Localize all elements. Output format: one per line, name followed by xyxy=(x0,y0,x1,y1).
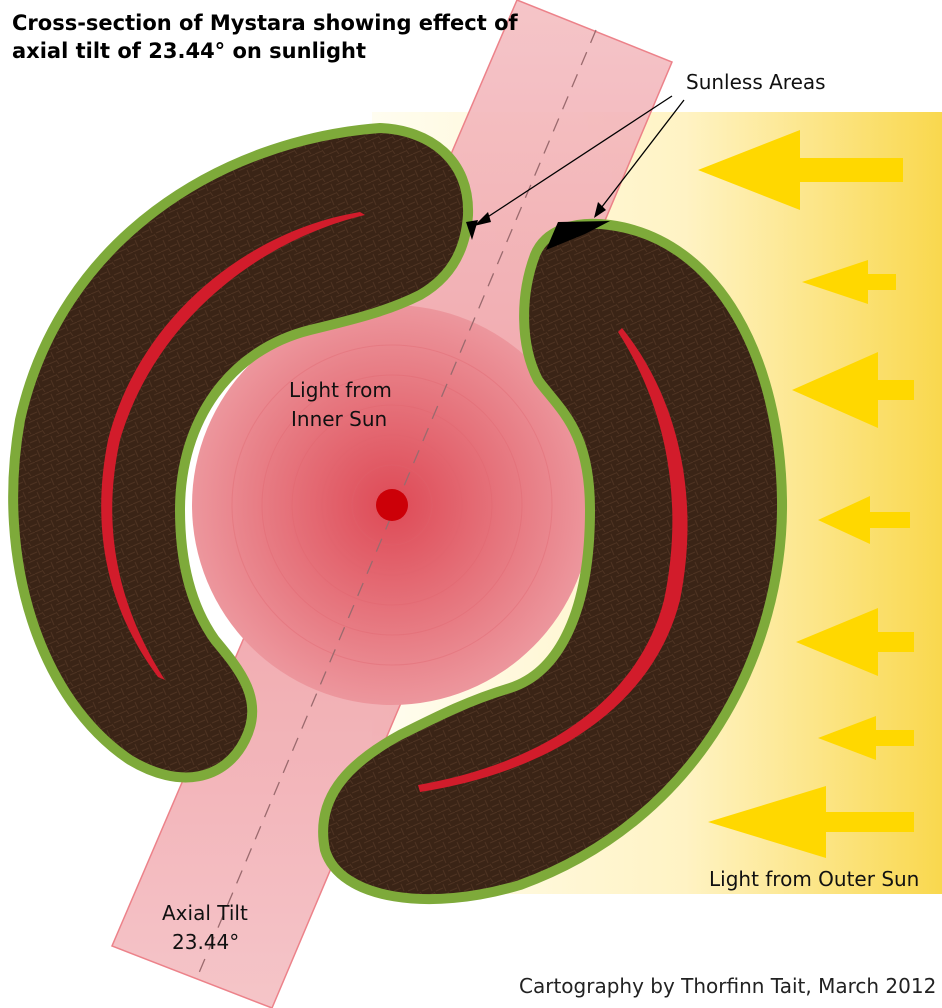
axial-tilt-label-1: Axial Tilt xyxy=(162,901,248,925)
inner-sun-label-1: Light from xyxy=(289,378,392,402)
inner-sun-label-2: Inner Sun xyxy=(291,407,387,431)
axial-tilt-label-2: 23.44° xyxy=(172,930,239,954)
sunless-area-outer xyxy=(546,221,610,250)
outer-sun-arrows xyxy=(698,130,914,858)
outer-sun-label: Light from Outer Sun xyxy=(709,867,919,891)
title-line-1: Cross-section of Mystara showing effect … xyxy=(12,11,519,35)
inner-light-rings xyxy=(231,344,553,666)
inner-sun xyxy=(376,489,408,521)
sunless-areas-label: Sunless Areas xyxy=(686,70,826,94)
title-line-2: axial tilt of 23.44° on sunlight xyxy=(12,39,366,63)
inner-world-left xyxy=(101,212,365,680)
sunless-callout-arrows xyxy=(474,95,685,226)
credit-text: Cartography by Thorfinn Tait, March 2012 xyxy=(519,974,936,998)
crust-right xyxy=(318,218,788,904)
